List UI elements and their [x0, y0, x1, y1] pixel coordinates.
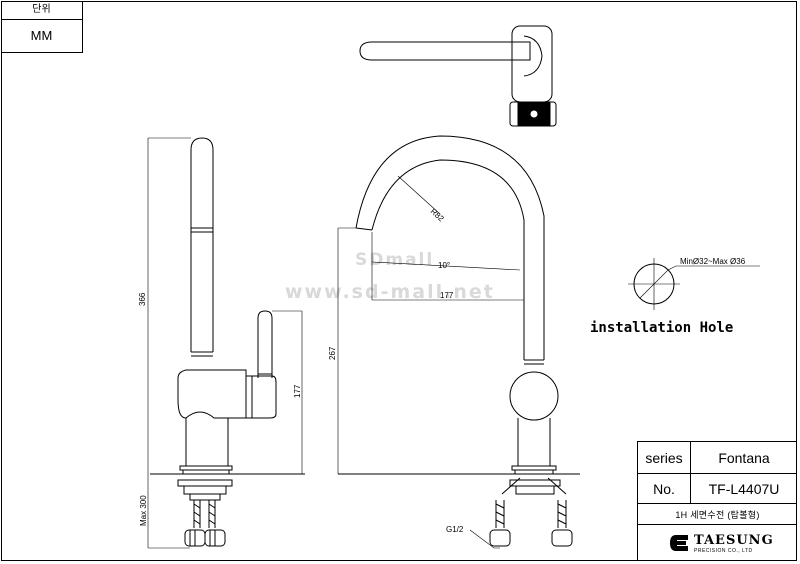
tb-no-label: No. [653, 480, 675, 497]
watermark-line1: SDmall [355, 250, 435, 270]
tb-series-row: series Fontana [638, 442, 797, 474]
dim-366-line [147, 137, 191, 474]
side-handle-lever [257, 310, 273, 378]
unit-value: MM [30, 28, 53, 43]
tb-desc-row: 1H 세면수전 (탑볼형) [638, 504, 797, 525]
unit-box: 단위 MM [1, 1, 83, 53]
side-base-ring [179, 465, 233, 471]
tb-series-value: Fontana [718, 449, 770, 466]
dim-reach: 177 [440, 291, 454, 300]
dim-angle: 10° [438, 261, 450, 270]
top-body [511, 25, 553, 103]
top-view [359, 25, 557, 127]
dim-177-line [272, 310, 303, 474]
dim-spout-height: 267 [328, 346, 337, 360]
side-tube-joint [191, 227, 213, 233]
dim-thread: G1/2 [446, 525, 464, 534]
front-hose-nut-right [551, 529, 573, 547]
dim-hole-range: MinØ32~Max Ø36 [680, 257, 746, 266]
tb-series-label: series [645, 449, 683, 466]
front-hose-nut-left [489, 529, 511, 547]
side-neck [185, 418, 229, 467]
taesung-logo-icon [670, 535, 688, 551]
side-handle-cartridge [246, 375, 277, 419]
side-body [177, 369, 247, 419]
front-neck [517, 418, 551, 467]
dim-reach-line [371, 232, 524, 301]
dim-max-shank: Max 300 [139, 495, 148, 526]
top-handle [509, 101, 557, 127]
install-hole-symbol [628, 258, 760, 310]
front-view [337, 135, 580, 549]
dim-radius: R82 [429, 207, 446, 224]
tb-description: 1H 세면수전 (탑볼형) [675, 509, 760, 520]
top-spout [359, 41, 531, 61]
side-spout-tube [190, 137, 214, 352]
dim-handle-height: 177 [293, 384, 302, 398]
tb-logo-sub: PRECISION CO., LTD [694, 547, 753, 554]
tb-logo: TAESUNG PRECISION CO., LTD [638, 525, 797, 561]
dim-overall-height: 366 [138, 292, 147, 306]
front-handle-ball [509, 371, 559, 421]
watermark-line2: www.sd-mall.net [285, 281, 495, 303]
dim-267-line [337, 227, 356, 474]
unit-header: 단위 [1, 1, 82, 20]
front-gooseneck-outer [355, 135, 545, 360]
dim-max300-line [147, 474, 190, 549]
side-tube-collar [191, 351, 213, 357]
title-block: series Fontana No. TF-L4407U 1H 세면수전 (탑볼… [637, 441, 797, 561]
tb-no-value: TF-L4407U [708, 480, 780, 497]
tb-no-row: No. TF-L4407U [638, 474, 797, 504]
dim-r82-leader [397, 175, 441, 215]
tb-logo-name: TAESUNG [694, 532, 774, 548]
dim-angle-line [371, 261, 521, 271]
installation-hole-label: installation Hole [590, 320, 734, 336]
dim-g12-leader [469, 529, 500, 549]
side-view [147, 137, 305, 549]
front-gooseneck-inner [371, 159, 525, 360]
